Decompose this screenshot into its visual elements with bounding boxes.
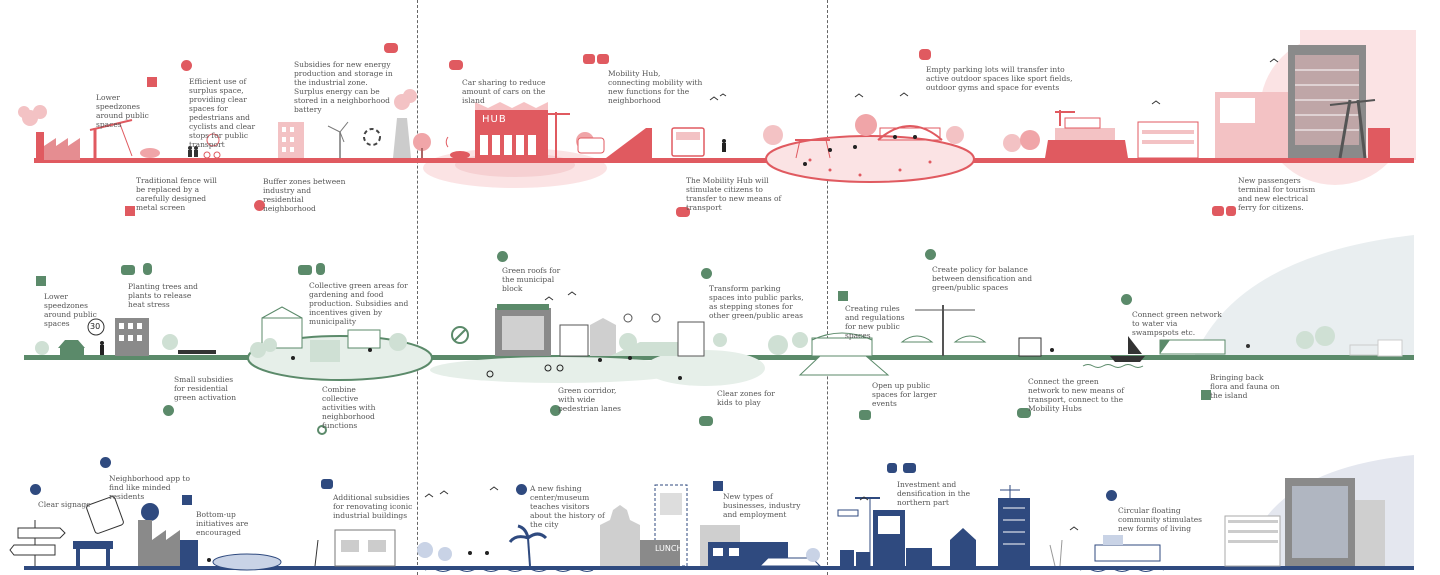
document-icon	[713, 481, 723, 491]
handshake-icon	[449, 60, 463, 70]
row3-note-businesses: New types of businesses, industry and em…	[723, 492, 801, 519]
row1-note-mobility-hub: Mobility Hub, connecting mobility with n…	[608, 69, 703, 105]
row2-note-rules-regulations: Creating rules and regulations for new p…	[845, 304, 905, 340]
document-icon	[36, 276, 46, 286]
document-icon	[125, 206, 135, 216]
row2-note-flora-fauna: Bringing back flora and fauna on the isl…	[1210, 373, 1280, 400]
coins-icon	[1226, 206, 1236, 216]
document-icon	[182, 495, 192, 505]
row2-note-green-corridor: Green corridor, with wide pedestrian lan…	[558, 386, 621, 413]
hexagon-icon	[1106, 490, 1117, 501]
row1-note-passenger-terminal: New passengers terminal for tourism and …	[1238, 176, 1316, 212]
hexagon-icon	[30, 484, 41, 495]
row2-note-larger-events: Open up public spaces for larger events	[872, 381, 937, 408]
hexagon-icon	[181, 60, 192, 71]
hexagon-icon	[516, 484, 527, 495]
row1-note-hub-transfer: The Mobility Hub will stimulate citizens…	[686, 176, 782, 212]
row2-note-balance-policy: Create policy for balance between densif…	[932, 265, 1033, 292]
hexagon-icon	[1121, 294, 1132, 305]
row2-note-kids-zones: Clear zones for kids to play	[717, 389, 775, 407]
handshake-icon	[676, 207, 690, 217]
hexagon-icon	[163, 405, 174, 416]
money-bag-icon	[859, 410, 871, 420]
hexagon-icon	[925, 249, 936, 260]
row2-note-connect-transport: Connect the green network to new means o…	[1028, 377, 1125, 413]
money-bag-icon	[919, 49, 931, 60]
row2-note-green-roofs: Green roofs for the municipal block	[502, 266, 561, 293]
people-icon	[121, 265, 135, 275]
people-icon	[298, 265, 312, 275]
row3-note-investment: Investment and densification in the nort…	[897, 480, 971, 507]
hexagon-icon	[550, 405, 561, 416]
row3-note-fishing-center: A new fishing center/museum teaches visi…	[530, 484, 605, 529]
coins-icon	[1212, 206, 1224, 216]
row2-note-combine-activities: Combine collective activities with neigh…	[322, 385, 376, 430]
row2-note-parking-parks: Transform parking spaces into public par…	[709, 284, 804, 320]
section-divider-1	[417, 0, 418, 575]
money-bag-icon	[583, 54, 595, 64]
hexagon-icon	[254, 200, 265, 211]
money-bag-icon	[597, 54, 609, 64]
handshake-icon	[699, 416, 713, 426]
row3-note-renovation: Additional subsidies for renovating icon…	[333, 493, 413, 520]
hexagon-icon	[497, 251, 508, 262]
row3-note-floating-community: Circular floating community stimulates n…	[1118, 506, 1203, 533]
handshake-icon	[384, 43, 398, 53]
row3-note-signage: Clear signage	[38, 500, 91, 509]
money-bag-icon	[321, 479, 333, 489]
row1-note-car-sharing: Car sharing to reduce amount of cars on …	[462, 78, 546, 105]
row2-note-planting-trees: Planting trees and plants to release hea…	[128, 282, 198, 309]
row1-note-fence: Traditional fence will be replaced by a …	[136, 176, 217, 212]
row1-note-surplus-space: Efficient use of surplus space, providin…	[189, 77, 256, 149]
handshake-icon	[1017, 408, 1031, 418]
row1-note-speedzones: Lower speedzones around public spaces	[96, 93, 149, 129]
document-icon	[147, 77, 157, 87]
row3-note-app: Neighborhood app to find like minded res…	[109, 474, 190, 501]
tree-icon	[143, 263, 152, 275]
row2-note-speedzones: Lower speedzones around public spaces	[44, 292, 97, 328]
row2-note-swampspots: Connect green network to water via swamp…	[1132, 310, 1222, 337]
hub-sign: HUB	[482, 114, 507, 125]
row2-note-collective-green: Collective green areas for gardening and…	[309, 281, 409, 326]
document-icon	[1201, 390, 1211, 400]
document-icon	[838, 291, 848, 301]
section-divider-2	[827, 0, 828, 575]
row2-note-small-subsidies: Small subsidies for residential green ac…	[174, 375, 237, 402]
hexagon-icon	[100, 457, 111, 468]
row1-note-parking-lots: Empty parking lots will transfer into ac…	[926, 65, 1073, 92]
row1-note-energy-subsidies: Subsidies for new energy production and …	[294, 60, 393, 114]
lunch-sign: LUNCH	[655, 544, 683, 553]
tree-icon	[316, 263, 325, 275]
speed-sign: 30	[90, 322, 101, 331]
row1-note-buffer-zones: Buffer zones between industry and reside…	[263, 177, 346, 213]
money-bag-icon	[903, 463, 916, 473]
money-bag-icon	[887, 463, 897, 473]
share-icon	[317, 425, 327, 435]
row3-note-bottom-up: Bottom-up initiatives are encouraged	[196, 510, 249, 537]
hexagon-icon	[701, 268, 712, 279]
